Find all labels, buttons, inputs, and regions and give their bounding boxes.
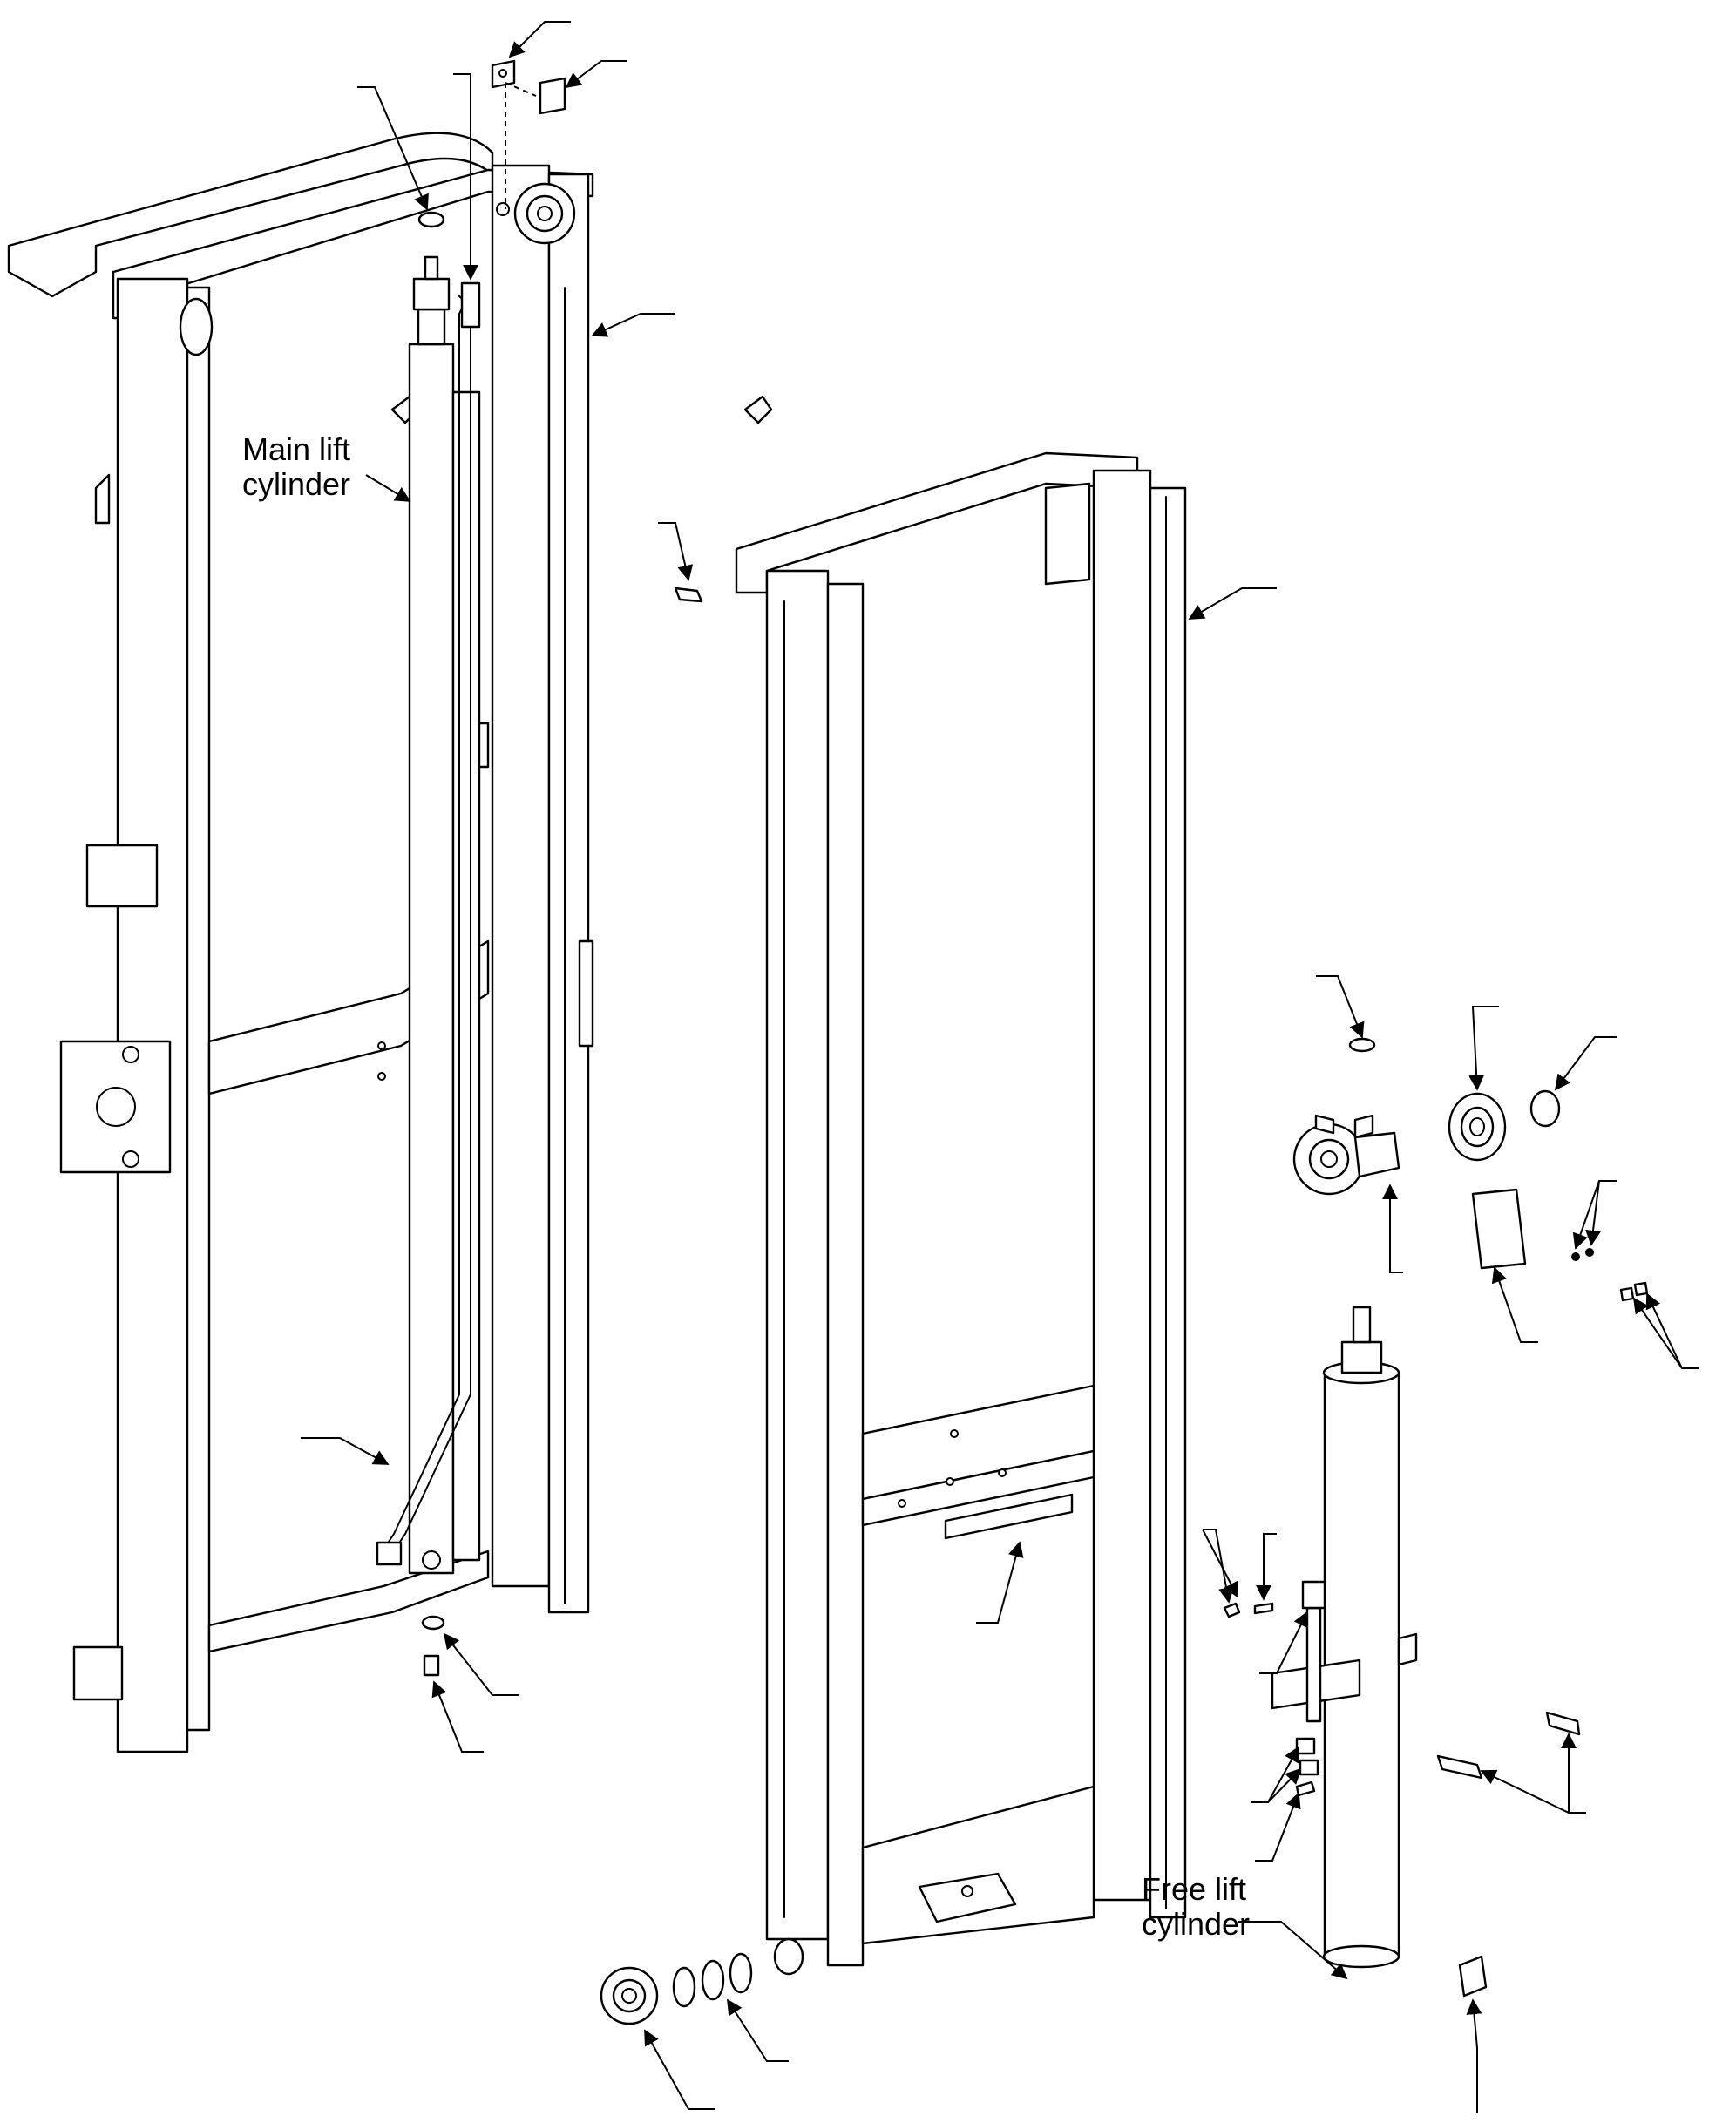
pin [1253,1602,1274,1615]
bolt-2 [1545,1711,1581,1736]
cotter-pin [1295,1780,1316,1797]
outer-mast-left-rail [116,277,189,1753]
inner-mast-bottom-roller [600,1966,659,2025]
free-lift-cylinder [1322,1306,1418,1969]
inner-mast-top-crossbar [735,451,1139,594]
outer-mast-right-rail [491,164,551,1588]
bolt-1 [1436,1754,1483,1780]
outer-mast-bottom-crossbar [207,1550,490,1653]
outer-mast-top-crossbar [7,132,494,298]
top-pad [539,77,566,115]
shim-1 [672,1966,696,2008]
nut-1 [1295,1737,1316,1755]
clip-1 [1223,1602,1241,1618]
main-lift-cylinder [408,255,481,1575]
shim-2 [701,1959,725,2001]
elbow-fitting [1458,1955,1488,1998]
snap-ring-large [1529,1089,1561,1128]
snap-ring-small [1348,1037,1376,1053]
hydraulic-hose [376,281,481,1566]
outer-mast-right-rail-channel [547,173,590,1614]
inner-mast-right-rail [1092,469,1152,1902]
inner-mast-top-bolt [674,587,703,603]
top-washer [417,211,445,228]
guide-plate [1471,1188,1527,1270]
shim-3 [729,1952,753,1994]
bottom-washer [421,1615,445,1631]
free-lift-cylinder-label: Free lift cylinder [1142,1871,1251,1942]
chain-sheave-bracket [1292,1114,1400,1196]
main-lift-cylinder-label: Main lift cylinder [242,431,351,502]
outer-mast-assembly [7,132,773,1753]
bottom-bolt [423,1654,440,1677]
inner-mast-slot-plate [944,1493,1074,1540]
outer-mast-top-roller [513,182,576,245]
sheave-roller [1448,1092,1507,1162]
top-plate-small [491,59,516,89]
leader-lines [301,21,1699,2113]
inner-mast-left-rail [765,569,830,1941]
outer-mast-crossmember [207,939,490,1095]
inner-mast-bottom-base [861,1785,1095,1945]
nut-2 [1299,1759,1319,1776]
outer-mast-bracket-left [85,844,159,908]
cylinder-bracket [1271,1580,1361,1723]
outer-mast-left-rail-inner [186,286,211,1732]
outer-mast-bottom-plate [72,1645,124,1701]
inner-mast-assembly [735,451,1187,1976]
